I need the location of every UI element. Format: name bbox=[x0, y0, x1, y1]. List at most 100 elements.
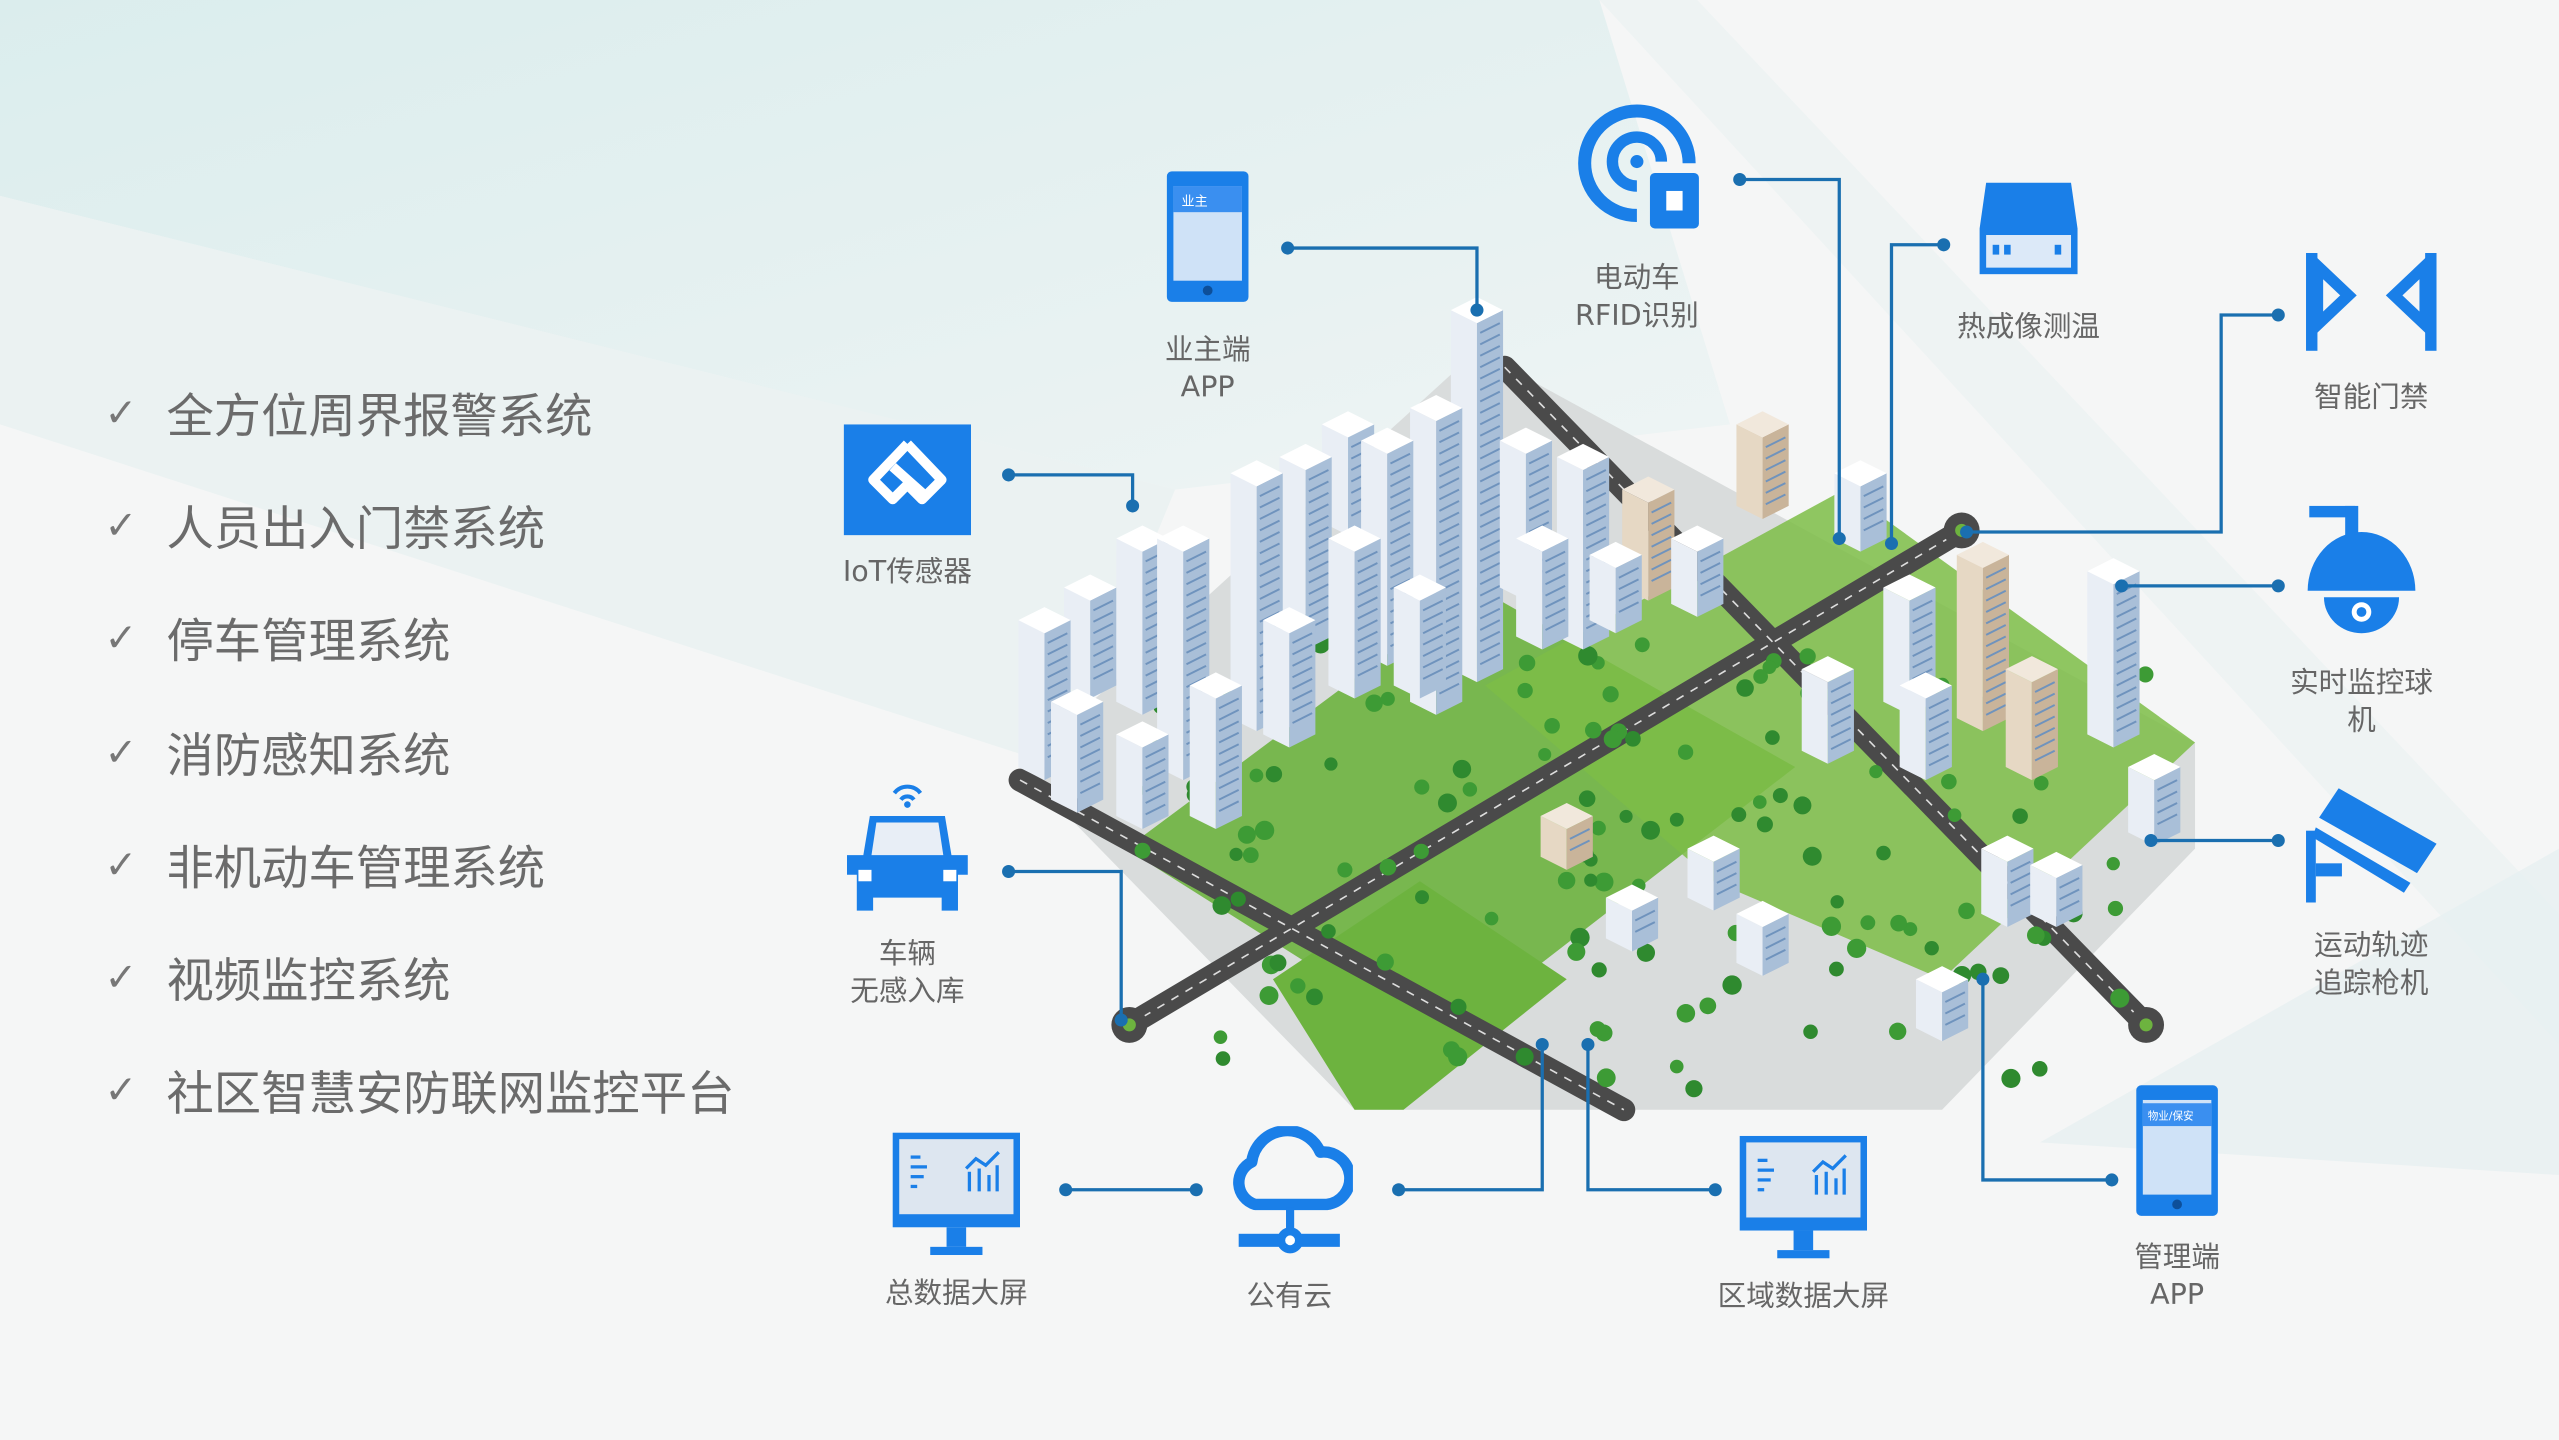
tree bbox=[2033, 775, 2049, 791]
connector-dot bbox=[1126, 499, 1140, 513]
smart-gate-node[interactable]: 智能门禁 bbox=[2290, 252, 2453, 418]
check-icon: ✓ bbox=[104, 954, 138, 1001]
building bbox=[1671, 525, 1724, 617]
tree bbox=[1538, 747, 1552, 762]
tree bbox=[1799, 648, 1816, 665]
check-icon: ✓ bbox=[104, 615, 138, 662]
tree bbox=[1578, 790, 1596, 807]
connector-dot bbox=[1281, 241, 1295, 255]
connector-dot bbox=[2115, 579, 2129, 593]
check-icon: ✓ bbox=[104, 728, 138, 775]
area-screen-node[interactable]: 区域数据大屏 bbox=[1697, 1135, 1909, 1317]
connector-dot bbox=[1832, 532, 1846, 546]
tree bbox=[1641, 820, 1660, 840]
feature-label: 视频监控系统 bbox=[166, 953, 451, 1009]
tree bbox=[1669, 1059, 1684, 1074]
connector-dot bbox=[1976, 972, 1990, 986]
feature-item: ✓ 视频监控系统 bbox=[104, 921, 734, 1034]
connector-dot bbox=[1960, 525, 1974, 539]
check-icon: ✓ bbox=[104, 841, 138, 888]
tree bbox=[1736, 679, 1754, 697]
rfid-icon bbox=[1578, 104, 1699, 229]
vehicle-node[interactable]: 车辆无感入库 bbox=[826, 777, 989, 1012]
connector-dot bbox=[1535, 1037, 1549, 1052]
tree bbox=[1237, 825, 1256, 844]
building bbox=[1393, 574, 1446, 699]
connector-dot bbox=[1002, 468, 1016, 482]
tree bbox=[1414, 779, 1430, 795]
tree bbox=[1462, 782, 1478, 797]
tree bbox=[1677, 744, 1694, 760]
tree bbox=[1259, 986, 1279, 1006]
tree bbox=[1567, 942, 1586, 961]
building bbox=[1956, 541, 2009, 732]
building bbox=[1801, 656, 1854, 764]
iot-sensor-node[interactable]: IoT传感器 bbox=[826, 424, 989, 592]
tree bbox=[1448, 1047, 1468, 1067]
thermal-node[interactable]: 热成像测温 bbox=[1947, 180, 2110, 348]
tree bbox=[1765, 730, 1780, 745]
connector-dot bbox=[1937, 238, 1951, 252]
tree bbox=[1265, 765, 1283, 783]
dome-camera-node[interactable]: 实时监控球机 bbox=[2272, 503, 2452, 741]
tree bbox=[1821, 916, 1842, 936]
bullet-camera-icon bbox=[2306, 788, 2437, 903]
tree bbox=[1594, 872, 1614, 892]
building bbox=[1736, 411, 1789, 519]
tree bbox=[1450, 998, 1467, 1015]
tree bbox=[1685, 1080, 1703, 1098]
thermal-label: 热成像测温 bbox=[1957, 311, 2100, 345]
feature-label: 全方位周界报警系统 bbox=[166, 387, 593, 444]
tree bbox=[1847, 938, 1867, 958]
tree bbox=[1584, 873, 1598, 887]
check-icon: ✓ bbox=[104, 502, 138, 549]
tree bbox=[1242, 847, 1259, 864]
tree bbox=[1596, 1068, 1616, 1088]
bullet-camera-node[interactable]: 运动轨迹追踪枪机 bbox=[2290, 788, 2453, 1003]
connector-dot bbox=[1002, 864, 1016, 879]
iot-sensor-label: IoT传感器 bbox=[842, 556, 972, 590]
connector-line bbox=[1008, 473, 1135, 506]
connector-dot bbox=[1884, 536, 1899, 550]
tree bbox=[1924, 940, 1939, 956]
building bbox=[2128, 753, 2181, 846]
public-cloud-node[interactable]: 公有云 bbox=[1208, 1126, 1371, 1317]
connector-dot bbox=[1581, 1037, 1595, 1052]
tree bbox=[1324, 757, 1338, 771]
tree bbox=[1230, 891, 1246, 907]
building bbox=[1116, 721, 1169, 830]
feature-label: 停车管理系统 bbox=[166, 614, 451, 670]
mobile-phone-icon: 业主 bbox=[1166, 171, 1249, 302]
building bbox=[2030, 851, 2083, 927]
connector-dot bbox=[2271, 579, 2285, 593]
connector-dot bbox=[1114, 1013, 1128, 1027]
dome-camera-label: 实时监控球机 bbox=[2290, 667, 2433, 738]
thermal-camera-icon bbox=[1979, 182, 2078, 275]
building bbox=[1981, 835, 2034, 927]
dome-camera-icon bbox=[2307, 505, 2416, 634]
connector-dot bbox=[2271, 308, 2285, 322]
tree bbox=[1365, 694, 1383, 712]
tree bbox=[1515, 1047, 1534, 1066]
tree bbox=[1518, 654, 1536, 672]
feature-list: ✓全方位周界报警系统 ✓人员出入门禁系统 ✓停车管理系统 ✓消防感知系统 ✓非机… bbox=[104, 356, 734, 1148]
connector-line bbox=[1398, 1044, 1544, 1192]
tree bbox=[1437, 793, 1457, 813]
connector-dot bbox=[2271, 833, 2285, 848]
tree bbox=[2106, 856, 2120, 871]
building bbox=[1915, 966, 1969, 1042]
main-screen-node[interactable]: 总数据大屏 bbox=[875, 1132, 1038, 1314]
tree bbox=[1699, 997, 1717, 1015]
tree bbox=[1603, 730, 1622, 749]
gate-icon bbox=[2306, 252, 2437, 351]
connector-line bbox=[1889, 243, 1944, 544]
tree bbox=[1321, 924, 1336, 939]
tree bbox=[1212, 896, 1232, 915]
tree bbox=[1860, 915, 1876, 931]
building bbox=[1605, 884, 1659, 952]
